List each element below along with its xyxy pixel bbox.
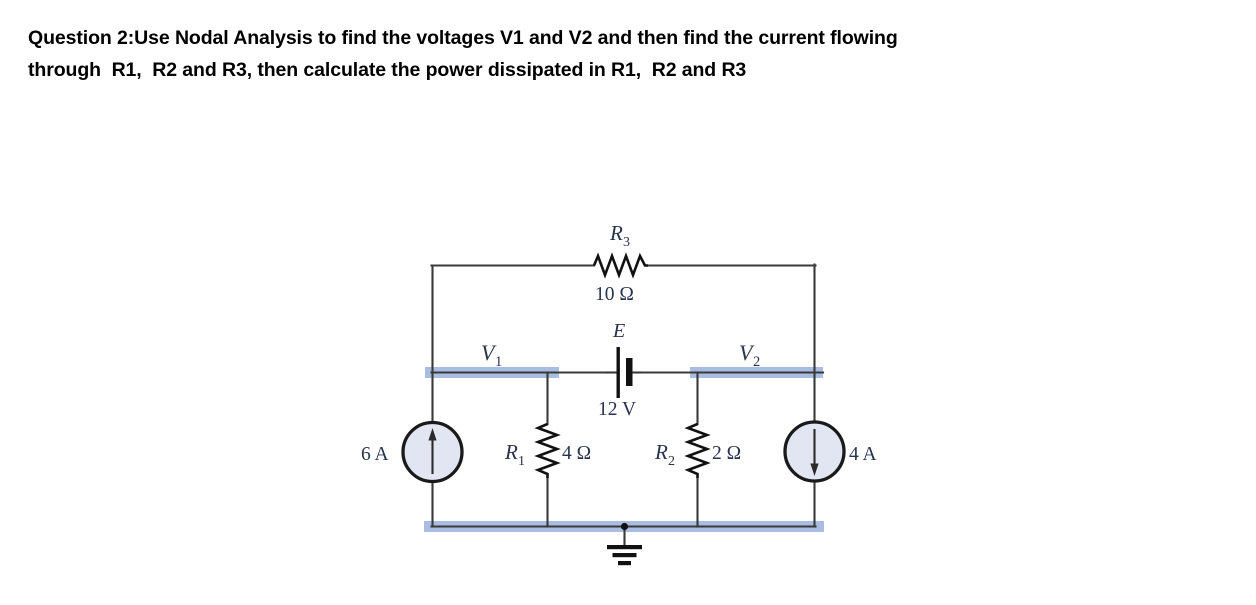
label-e-ref: E bbox=[612, 320, 625, 342]
label-r2-value: 2 Ω bbox=[712, 443, 741, 464]
label-v2-ref: V bbox=[739, 340, 755, 365]
label-r3-value: 10 Ω bbox=[595, 284, 634, 305]
label-e-value: 12 V bbox=[598, 399, 636, 420]
label-v1-subscript: 1 bbox=[495, 354, 502, 370]
question-line-2: through R1, R2 and R3, then calculate th… bbox=[28, 59, 747, 81]
label-r3-subscript: 3 bbox=[623, 235, 630, 250]
label-v2-subscript: 2 bbox=[753, 354, 760, 370]
label-source-left-value: 6 A bbox=[361, 444, 389, 465]
label-r3-ref: R bbox=[609, 221, 623, 245]
resistor-r2-symbol bbox=[684, 422, 711, 478]
resistor-r3-symbol bbox=[592, 252, 648, 279]
label-r2-subscript: 2 bbox=[668, 454, 675, 469]
label-source-right-value: 4 A bbox=[849, 444, 877, 465]
label-r2-ref: R bbox=[654, 440, 668, 464]
question-text-block: Question 2:Use Nodal Analysis to find th… bbox=[28, 22, 1208, 86]
current-source-right-symbol bbox=[783, 420, 846, 483]
voltage-source-e-symbol bbox=[605, 347, 641, 398]
question-line-1: Question 2:Use Nodal Analysis to find th… bbox=[28, 27, 898, 49]
label-r1-subscript: 1 bbox=[518, 454, 525, 469]
label-r1-value: 4 Ω bbox=[562, 443, 591, 464]
label-r1-ref: R bbox=[504, 440, 518, 464]
label-v1-ref: V bbox=[481, 340, 497, 365]
ground-symbol bbox=[607, 522, 642, 566]
current-source-left-symbol bbox=[401, 420, 464, 484]
resistor-r1-symbol bbox=[534, 422, 561, 478]
